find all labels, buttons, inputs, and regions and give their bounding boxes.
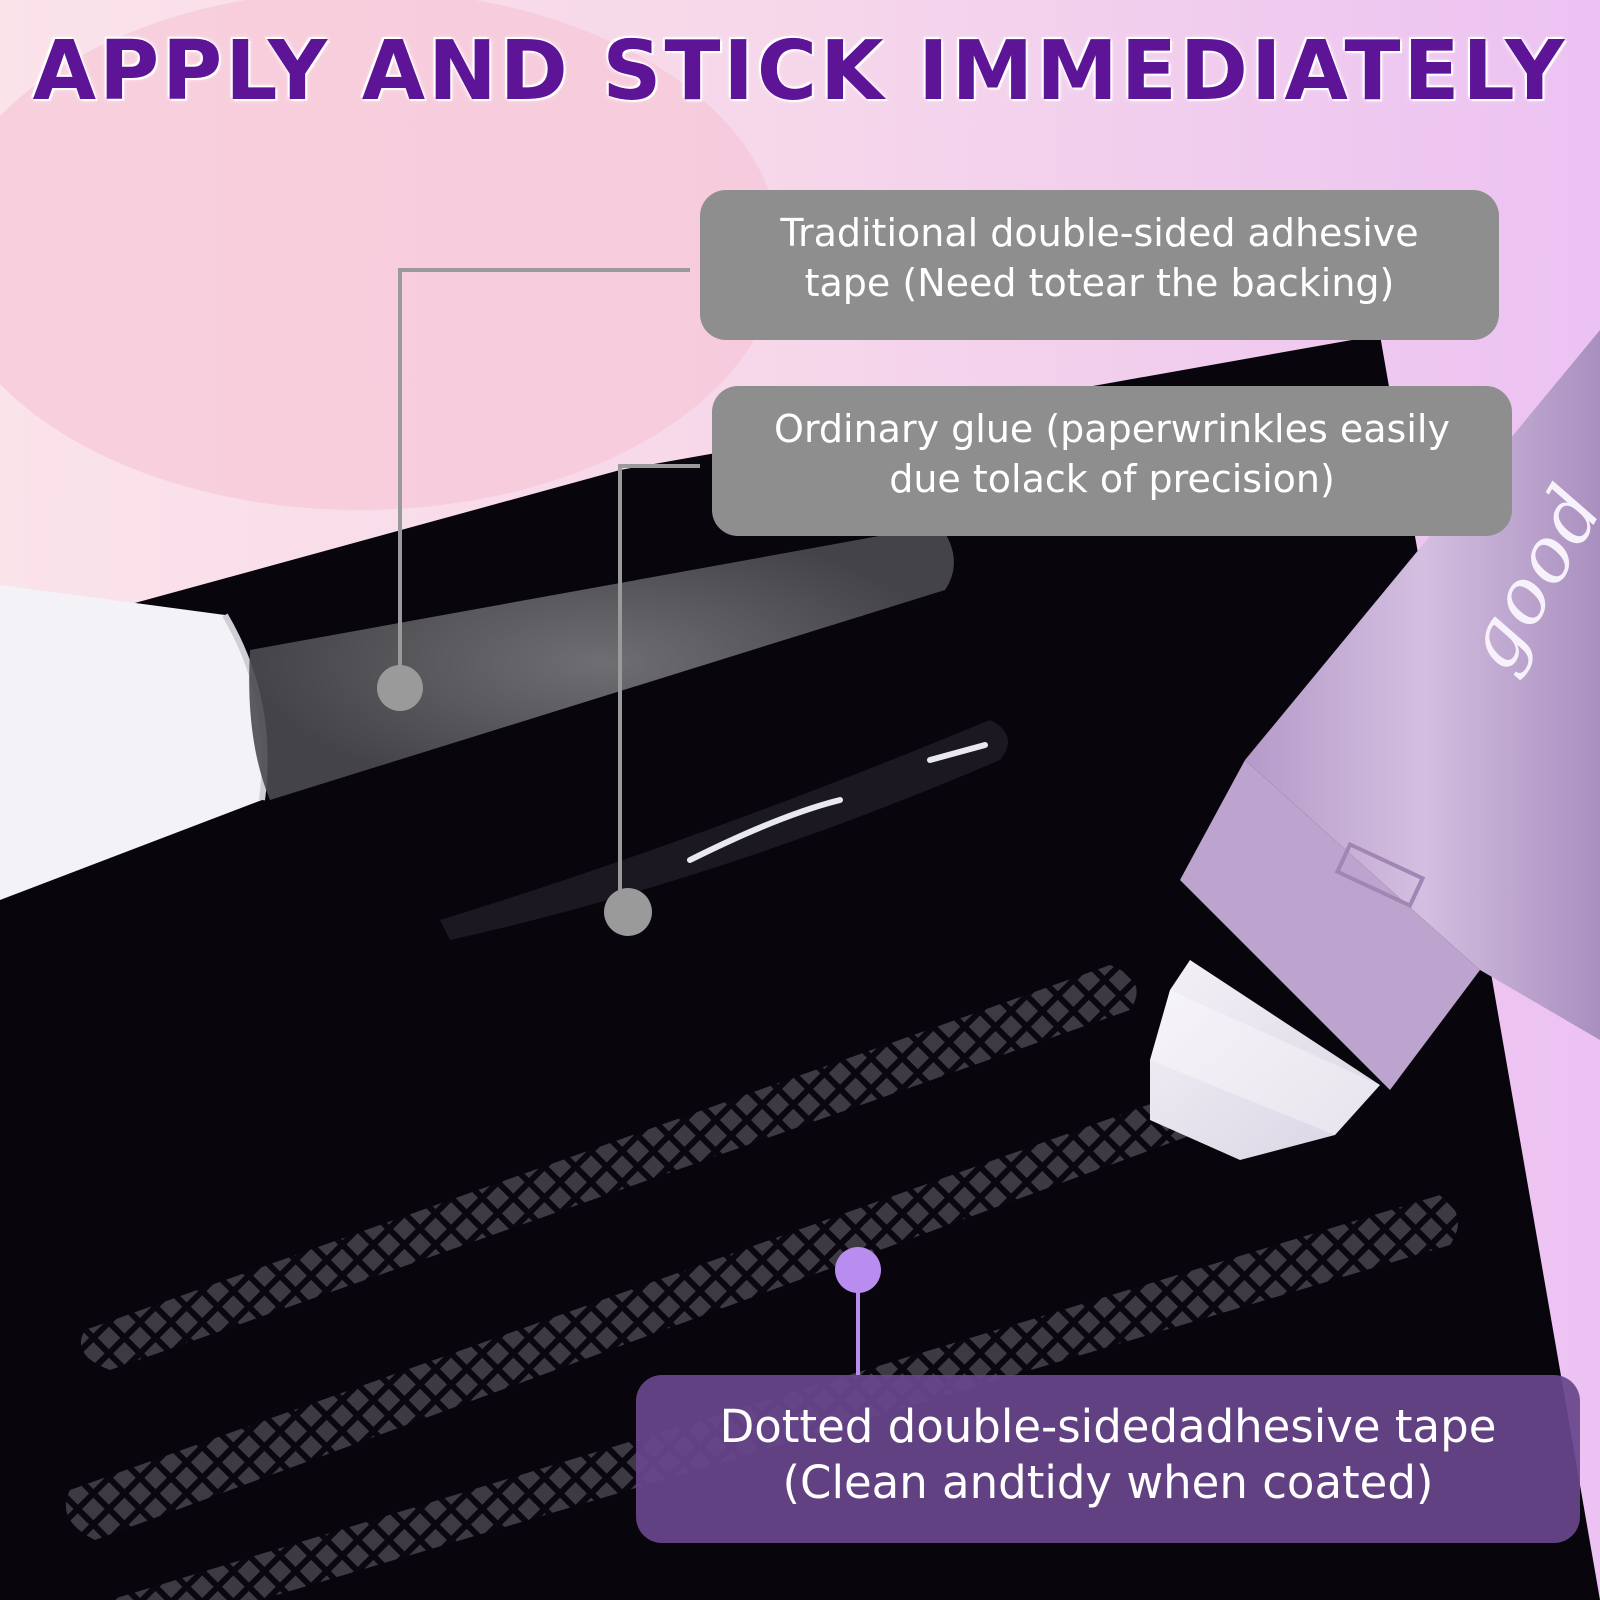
- tape-residue: [249, 525, 954, 800]
- callout-line: Dotted double-sidedadhesive tape: [719, 1400, 1497, 1453]
- callout-line: due tolack of precision): [889, 457, 1335, 501]
- callout-line: Traditional double-sided adhesive: [780, 211, 1419, 255]
- callout-line: (Clean andtidy when coated): [782, 1456, 1434, 1509]
- background-glow: [0, 0, 780, 510]
- white-tape-roll: [0, 585, 265, 900]
- connector-dotted: [835, 1247, 881, 1375]
- callout-ordinary-glue: Ordinary glue (paperwrinkles easily due …: [712, 386, 1512, 536]
- connector-traditional: [377, 268, 690, 711]
- headline: APPLY AND STICK IMMEDIATELY: [32, 24, 1568, 119]
- callout-line: Ordinary glue (paperwrinkles easily: [774, 407, 1450, 451]
- callout-traditional-tape: Traditional double-sided adhesive tape (…: [700, 190, 1499, 340]
- glue-streak: [440, 720, 1008, 940]
- callout-line: tape (Need totear the backing): [804, 261, 1395, 305]
- connector-glue: [604, 464, 700, 936]
- callout-dotted-tape: Dotted double-sidedadhesive tape (Clean …: [636, 1375, 1580, 1543]
